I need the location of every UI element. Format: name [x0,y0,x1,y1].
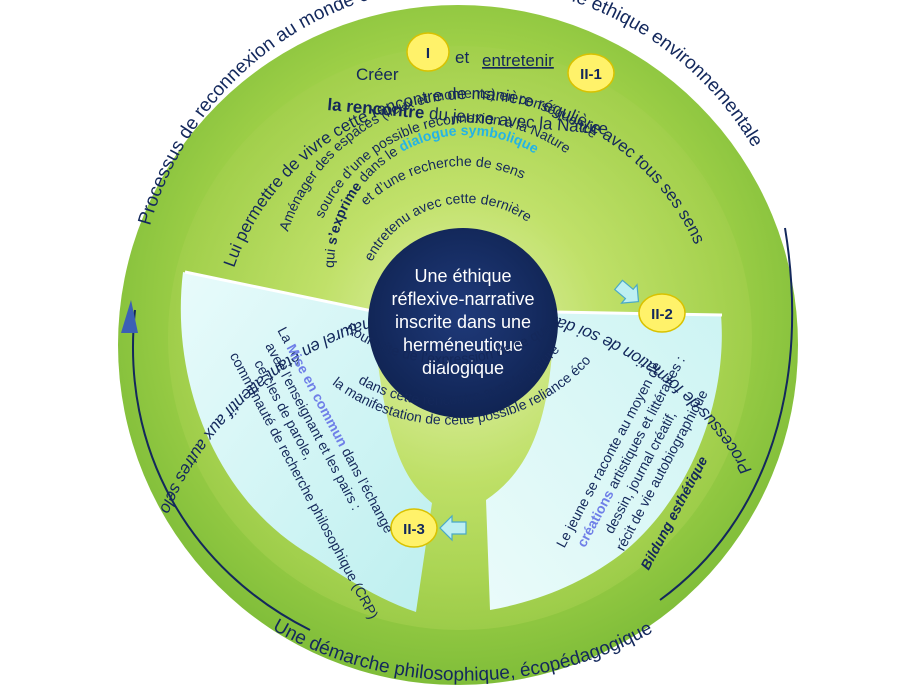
svg-text:I: I [426,45,430,62]
left-sector-bg [180,272,432,612]
badge-i: I [406,32,450,72]
badge-ii-2: II-2 [638,293,686,333]
right-sector-bg [486,312,722,610]
top-line1-et: et [455,48,469,67]
badge-ii-3: II-3 [390,508,438,548]
sector-divider-right [553,310,723,317]
sector-divider-left [184,270,373,313]
right-cycle-arrow [659,227,794,601]
top-line1: Créer [356,65,399,84]
left-arrow-head-icon [121,300,138,333]
svg-text:II-1: II-1 [580,66,602,83]
svg-text:II-2: II-2 [651,306,673,323]
center-line4: herméneutique [403,335,523,355]
badge-ii-1: II-1 [567,53,615,93]
left-cycle-arrow [131,309,311,631]
arrow-to-ii3-icon [439,514,467,542]
top-line1-entretenir: entretenir [482,51,554,70]
center-line3: inscrite dans une [395,312,531,332]
svg-text:II-3: II-3 [403,521,425,538]
center-line2: réflexive-narrative [391,289,534,309]
center-line1: Une éthique [414,266,511,286]
center-line5: dialogique [422,358,504,378]
center-disc [368,228,558,418]
arrow-to-ii2-icon [613,279,640,304]
